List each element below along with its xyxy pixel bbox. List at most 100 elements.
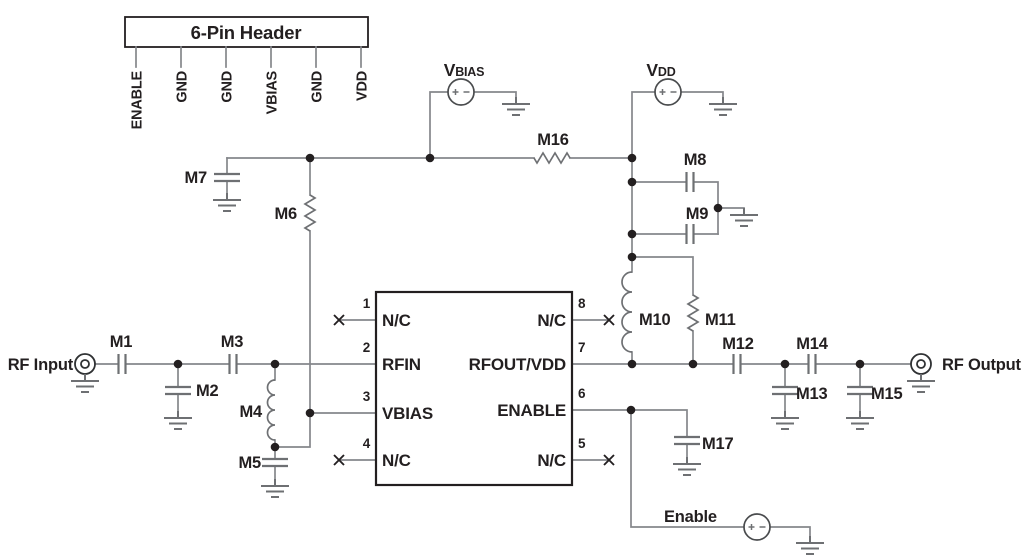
resistor-symbol [304,194,316,232]
ground-icon [672,456,702,476]
voltage-source-icon [743,513,771,541]
junction-dot [627,252,637,262]
pin-name: N/C [537,451,566,470]
voltage-source-icon [447,78,475,106]
capacitor-symbol [163,385,193,396]
capacitor-symbol [807,352,817,376]
vdd-label: VDD [646,60,675,80]
junction-dot [305,408,315,418]
capacitor-symbol [770,385,800,396]
component-label: M3 [221,333,244,351]
header-pin-label: GND [175,71,191,103]
junction-dot [270,359,280,369]
ic-body [374,290,574,487]
pin-number: 1 [363,296,371,311]
header-pin-label: GND [310,71,326,103]
component-label: M17 [702,435,734,453]
vbias-label: VBIAS [444,60,485,80]
ground-icon [260,478,290,498]
pin-name: ENABLE [497,401,566,420]
header-pin-label: GND [220,71,236,103]
header-pin-label: ENABLE [130,70,146,129]
enable-source: Enable [664,508,825,555]
capacitor-symbol [672,435,702,446]
capacitor-symbol [685,170,695,194]
component-m11: M11 [687,294,736,332]
header-pin-label: VDD [355,71,371,101]
component-label: M14 [796,335,829,353]
junction-dot [855,359,865,369]
component-m16: M16 [533,131,571,164]
capacitor-symbol [845,385,875,396]
junction-dot [627,359,637,369]
header-title: 6-Pin Header [191,22,302,43]
component-label: M4 [239,403,263,421]
pin-number: 7 [578,340,585,355]
rf-output-port: RF Output [906,353,1022,393]
ground-icon [708,96,738,116]
component-m5: M5 [238,454,290,498]
pin-number: 5 [578,436,586,451]
ground-icon [70,373,100,393]
pin-name: VBIAS [382,404,433,423]
component-label: M6 [274,205,297,223]
pin-number: 6 [578,386,586,401]
pin-name: N/C [537,311,566,330]
component-label: M2 [196,382,219,400]
component-m10: M10 [621,271,671,353]
pin-name: N/C [382,451,411,470]
junction-dot [173,359,183,369]
component-m13: M13 [770,385,828,430]
header-box [124,16,369,48]
rf-output-label: RF Output [942,356,1022,374]
capacitor-symbol [117,352,127,376]
pin-name: RFOUT/VDD [469,355,566,374]
resistor-symbol [533,152,571,164]
header-pin-stubs [135,46,362,68]
component-label: M16 [537,131,569,149]
coax-connector-icon [910,353,932,375]
component-m12: M12 [722,335,754,376]
ground-icon [212,192,242,212]
ground-icon [845,410,875,430]
junction-dot [713,203,723,213]
component-m7: M7 [184,169,242,212]
capacitor-symbol [685,222,695,246]
junction-dot [425,153,435,163]
component-label: M7 [184,169,207,187]
component-m3: M3 [221,333,244,376]
enable-label: Enable [664,508,717,526]
inductor-symbol [266,379,276,441]
component-label: M5 [238,454,261,472]
component-label: M1 [110,333,133,351]
component-m15: M15 [845,385,903,430]
capacitor-symbol [212,172,242,183]
component-m4: M4 [239,379,276,441]
junction-dot [627,177,637,187]
component-m8: M8 [684,151,707,194]
pin-name: N/C [382,311,411,330]
ground-icon [770,410,800,430]
component-label: M8 [684,151,707,169]
ground-icon [501,96,531,116]
ground-icon [729,207,759,227]
pin-name: RFIN [382,355,421,374]
vbias-source: VBIAS [444,60,531,116]
junction-dot [688,359,698,369]
component-label: M15 [871,385,903,403]
component-label: M13 [796,385,828,403]
capacitor-symbol [732,352,742,376]
component-m9: M9 [685,205,759,246]
ground-icon [906,373,936,393]
component-label: M10 [639,311,671,329]
component-m14: M14 [796,335,829,376]
capacitor-symbol [260,457,290,468]
capacitor-symbol [228,352,238,376]
header-pin-label: VBIAS [265,70,281,114]
component-m2: M2 [163,382,219,430]
component-label: M12 [722,335,754,353]
pin-number: 4 [363,436,371,451]
ground-icon [795,535,825,555]
